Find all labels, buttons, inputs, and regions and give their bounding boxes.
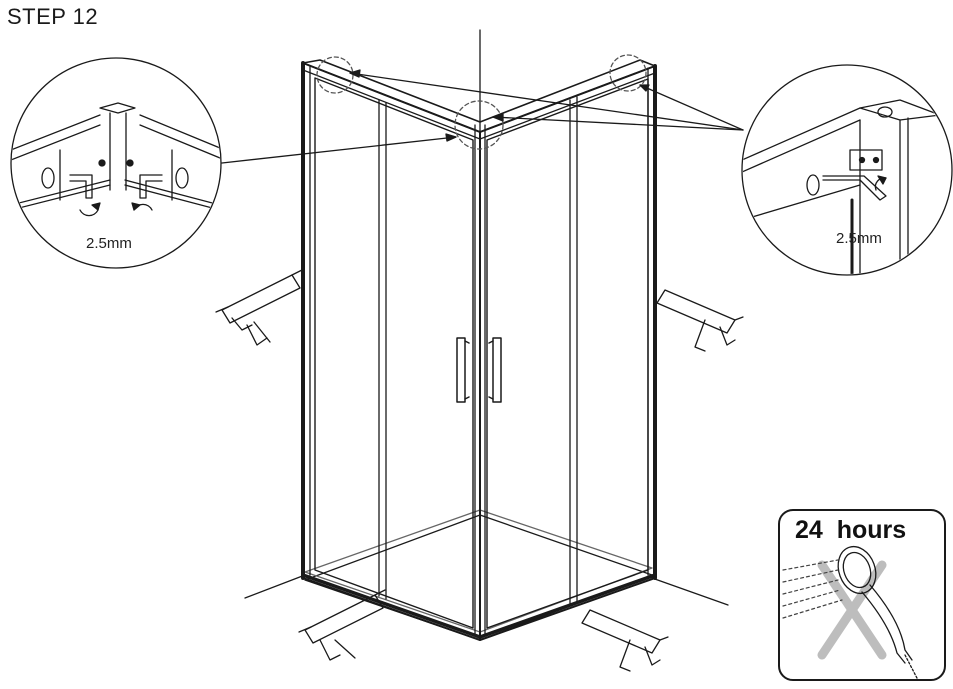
silicone-gun-icon [215,269,303,346]
water-spray [782,559,843,619]
hex-key-icon [69,174,93,199]
rotate-arrow-icon [79,209,99,217]
no-water-icon [817,560,887,660]
step-title: STEP 12 [7,4,99,29]
right-panel [478,64,657,641]
silicone-gun-icon [581,609,669,672]
left-panel [301,61,482,641]
door-handles [456,337,502,403]
hex-key-icon [822,175,887,201]
hex-key-icon [139,174,163,199]
left-detail-circle [10,57,222,269]
silicone-gun-icon [656,289,744,352]
right-detail-label: 2.5mm [836,230,882,247]
right-detail-circle [741,64,953,276]
right-handle [492,337,502,403]
left-handle [456,337,466,403]
warning-box [778,509,946,681]
silicone-gun-icon [298,589,386,661]
highlight-circles [316,54,647,150]
left-detail-label: 2.5mm [86,235,132,252]
shower-head-icon [837,545,919,681]
warning-label: 24 hours [795,516,906,544]
pointer-lines [221,69,744,164]
